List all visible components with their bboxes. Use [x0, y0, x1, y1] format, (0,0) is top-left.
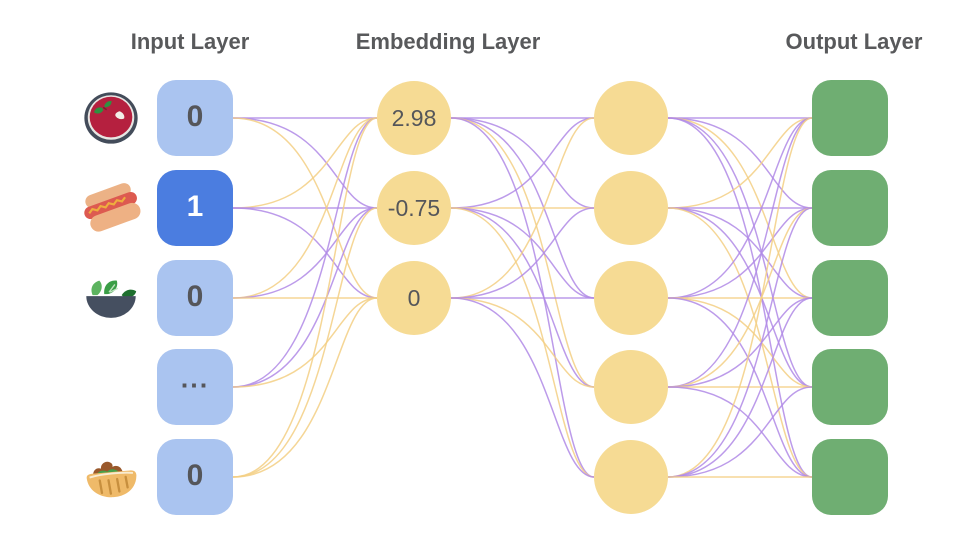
embedding-node-3: 0 [377, 261, 451, 335]
edge-purple [232, 117, 378, 388]
edge-purple [450, 297, 595, 478]
edge-yellow [232, 297, 378, 478]
hidden-node-4 [594, 350, 668, 424]
input-node-borscht: 0 [157, 80, 233, 156]
edge-purple [667, 297, 813, 478]
edge-purple [667, 117, 813, 388]
input-node-ellipsis: ... [157, 349, 233, 425]
hidden-node-2 [594, 171, 668, 245]
edge-yellow [450, 117, 595, 299]
input-node-value: 1 [186, 190, 204, 223]
embedding-node-1: 2.98 [377, 81, 451, 155]
green-salad-icon [80, 267, 142, 329]
stuffed-flatbread-icon [80, 446, 142, 508]
embedding-node-2: -0.75 [377, 171, 451, 245]
edge-purple [667, 207, 813, 478]
edge-yellow [667, 117, 813, 209]
embedding-node-value: -0.75 [387, 194, 441, 221]
hidden-node-5 [594, 440, 668, 514]
hot-dog-icon [80, 177, 142, 239]
edge-purple [450, 207, 595, 299]
input-node-hot-dog-active: 1 [157, 170, 233, 246]
input-node-value: 0 [186, 100, 204, 133]
output-node-5 [812, 439, 888, 515]
input-node-value: ... [180, 362, 210, 393]
edge-yellow [232, 117, 378, 299]
edge-purple [667, 117, 813, 299]
embedding-layer-heading: Embedding Layer [355, 29, 541, 54]
input-node-green-salad: 0 [157, 260, 233, 336]
edge-yellow [232, 207, 378, 478]
input-node-stuffed-flatbread: 0 [157, 439, 233, 515]
output-node-3 [812, 260, 888, 336]
embedding-node-value: 2.98 [391, 104, 437, 131]
output-node-1 [812, 80, 888, 156]
hidden-node-1 [594, 81, 668, 155]
borscht-bowl-icon [80, 87, 142, 149]
hidden-node-3 [594, 261, 668, 335]
edge-yellow [232, 117, 378, 478]
output-node-4 [812, 349, 888, 425]
edge-yellow [667, 117, 813, 478]
edge-yellow [450, 297, 595, 388]
edge-purple [667, 386, 813, 478]
embedding-node-value: 0 [407, 284, 421, 311]
input-node-value: 0 [186, 459, 204, 492]
output-layer-heading: Output Layer [785, 29, 923, 54]
output-node-2 [812, 170, 888, 246]
edge-yellow [232, 117, 378, 209]
input-layer-heading: Input Layer [130, 29, 250, 54]
edge-purple [450, 117, 595, 209]
input-node-value: 0 [186, 280, 204, 313]
